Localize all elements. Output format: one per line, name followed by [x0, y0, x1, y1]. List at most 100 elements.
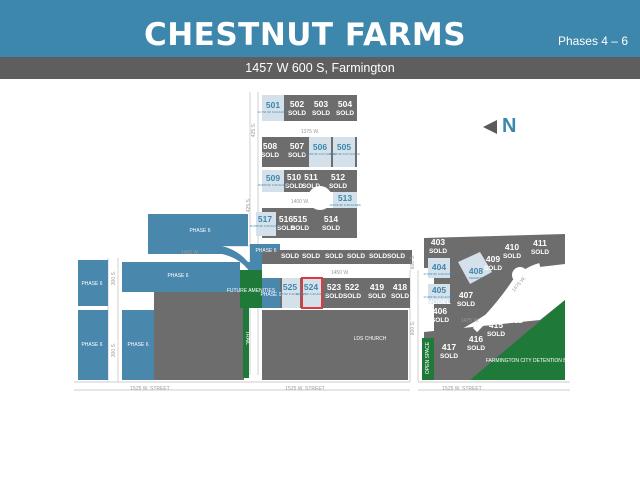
lot-number-413: 413 — [525, 294, 539, 304]
phase6-label-c: PHASE 6 — [81, 281, 102, 287]
open-space-strip — [422, 338, 434, 380]
lot-number-515: 515 — [293, 214, 307, 224]
lot-524[interactable] — [302, 278, 322, 308]
lot-status-411: SOLD — [531, 249, 549, 256]
address-bar: 1457 W 600 S, Farmington — [0, 57, 640, 79]
lot-number-520: 520 — [327, 242, 341, 252]
cul-de-sac-east — [512, 267, 528, 283]
lot-number-509: 509 — [266, 173, 280, 183]
lot-number-402: 402 — [389, 242, 403, 252]
lot-status-416: SOLD — [467, 345, 485, 352]
lot-506[interactable] — [309, 137, 331, 167]
lot-number-410: 410 — [505, 242, 519, 252]
lot-number-516: 516 — [279, 214, 293, 224]
page-title: CHESTNUT FARMS — [143, 17, 467, 53]
phase6-wedge — [148, 246, 262, 272]
lot-size-506: 16,260 SF 0.37 ACRES — [304, 152, 336, 156]
road-label-1400w: 1400 W. — [291, 199, 309, 205]
lot-number-409: 409 — [486, 254, 500, 264]
lot-status-409: SOLD — [484, 265, 502, 272]
road-label-1525w-mid: 1525 W. STREET — [285, 386, 324, 392]
lot-number-415: 415 — [489, 320, 503, 330]
phase6-label-b: PHASE 6 — [255, 248, 276, 254]
lot-number-403: 403 — [431, 237, 445, 247]
lot-405[interactable] — [428, 284, 450, 304]
lot-number-419: 419 — [370, 282, 384, 292]
lot-status-419: SOLD — [368, 293, 386, 300]
open-space-label: OPEN SPACE — [425, 341, 431, 374]
lot-size-405: 17,652 SF 0.41 ACRES — [423, 295, 455, 299]
lot-number-405: 405 — [432, 285, 446, 295]
road-1475w — [472, 263, 541, 333]
lot-number-511: 511 — [304, 172, 318, 182]
lot-number-406: 406 — [433, 306, 447, 316]
north-indicator: N — [483, 115, 523, 137]
lot-number-507: 507 — [290, 141, 304, 151]
detention-basin — [470, 300, 565, 380]
lot-number-522: 522 — [345, 282, 359, 292]
lot-number-418: 418 — [393, 282, 407, 292]
road-label-1375w: 1375 W. — [301, 129, 319, 135]
lot-size-505: 16,305 SF 0.37 ACRES — [328, 152, 360, 156]
lot-number-501: 501 — [266, 100, 280, 110]
road-label-1525w-right: 1525 W. STREET — [442, 386, 481, 392]
lot-status-507: SOLD — [288, 152, 306, 159]
lot-509[interactable] — [262, 170, 284, 192]
lot-404[interactable] — [428, 258, 450, 278]
lot-number-414: 414 — [507, 307, 521, 317]
phase6-top-left — [148, 214, 248, 246]
phase6-far-left-top — [78, 260, 108, 306]
open-space — [240, 270, 565, 380]
lot-status-407: SOLD — [457, 301, 475, 308]
header-bar: CHESTNUT FARMS Phases 4 – 6 — [0, 0, 640, 57]
road-label-1475w-a: 1475 W. — [461, 318, 479, 324]
lot-408[interactable] — [458, 252, 492, 284]
road-label-425s-top: 425 S. — [251, 123, 257, 137]
lot-status-503: SOLD — [312, 110, 330, 117]
lot-model-405: MODEL — [427, 299, 451, 306]
lot-status-520: SOLD — [325, 253, 343, 260]
lot-number-521: 521 — [349, 242, 363, 252]
cul-de-sac — [308, 186, 332, 210]
lot-size-509: 16,809 SF 0.39 ACRES — [257, 183, 289, 187]
lot-number-404: 404 — [432, 262, 446, 272]
lot-status-522: SOLD — [343, 293, 361, 300]
road-label-300s-bottom: 300 S. — [111, 343, 117, 357]
lot-status-412: SOLD — [541, 285, 559, 292]
lot-525[interactable] — [282, 278, 300, 308]
lot-number-503: 503 — [314, 99, 328, 109]
lot-labels: 502SOLD503SOLD504SOLD508SOLD507SOLD510SO… — [249, 99, 559, 360]
road-label-1450w-left: 1450 W. — [181, 250, 199, 256]
lot-size-513: 19,818 SF 0.45 ACRES — [329, 203, 361, 207]
lot-517[interactable] — [256, 212, 276, 236]
lot-505[interactable] — [333, 137, 355, 167]
lot-number-514: 514 — [324, 214, 338, 224]
lot-status-504: SOLD — [336, 110, 354, 117]
lot-number-510: 510 — [287, 172, 301, 182]
lot-513[interactable] — [333, 192, 357, 208]
phase6-label-e: PHASE 6 — [167, 273, 188, 279]
phase6-far-left-bottom — [78, 310, 108, 380]
lot-number-408: 408 — [469, 266, 483, 276]
phase-label: Phases 4 – 6 — [557, 34, 628, 48]
road-label-300s-top: 300 S. — [111, 271, 117, 285]
lot-status-403: SOLD — [429, 248, 447, 255]
area-labels: PHASE 6 PHASE 6 PHASE 6 PHASE 6 PHASE 6 … — [81, 228, 578, 374]
lot-status-414: SOLD — [505, 318, 523, 325]
lot-number-512: 512 — [331, 172, 345, 182]
lot-501[interactable] — [262, 95, 284, 121]
lot-number-524: 524 — [304, 282, 318, 292]
phase6-label-a: PHASE 6 — [189, 228, 210, 234]
lot-status-417: SOLD — [440, 353, 458, 360]
lot-status-510: SOLD — [285, 183, 303, 190]
phase6-label-g: PHASE 6 — [260, 292, 281, 298]
lot-number-519: 519 — [304, 242, 318, 252]
lot-status-402: SOLD — [387, 253, 405, 260]
available-lots — [256, 95, 492, 309]
lot-status-523: SOLD — [325, 293, 343, 300]
lot-status-521: SOLD — [347, 253, 365, 260]
future-amenities-label: FUTURE AMENITIES — [227, 288, 276, 294]
lot-number-411: 411 — [533, 238, 547, 248]
lot-status-515: SOLD — [291, 225, 309, 232]
